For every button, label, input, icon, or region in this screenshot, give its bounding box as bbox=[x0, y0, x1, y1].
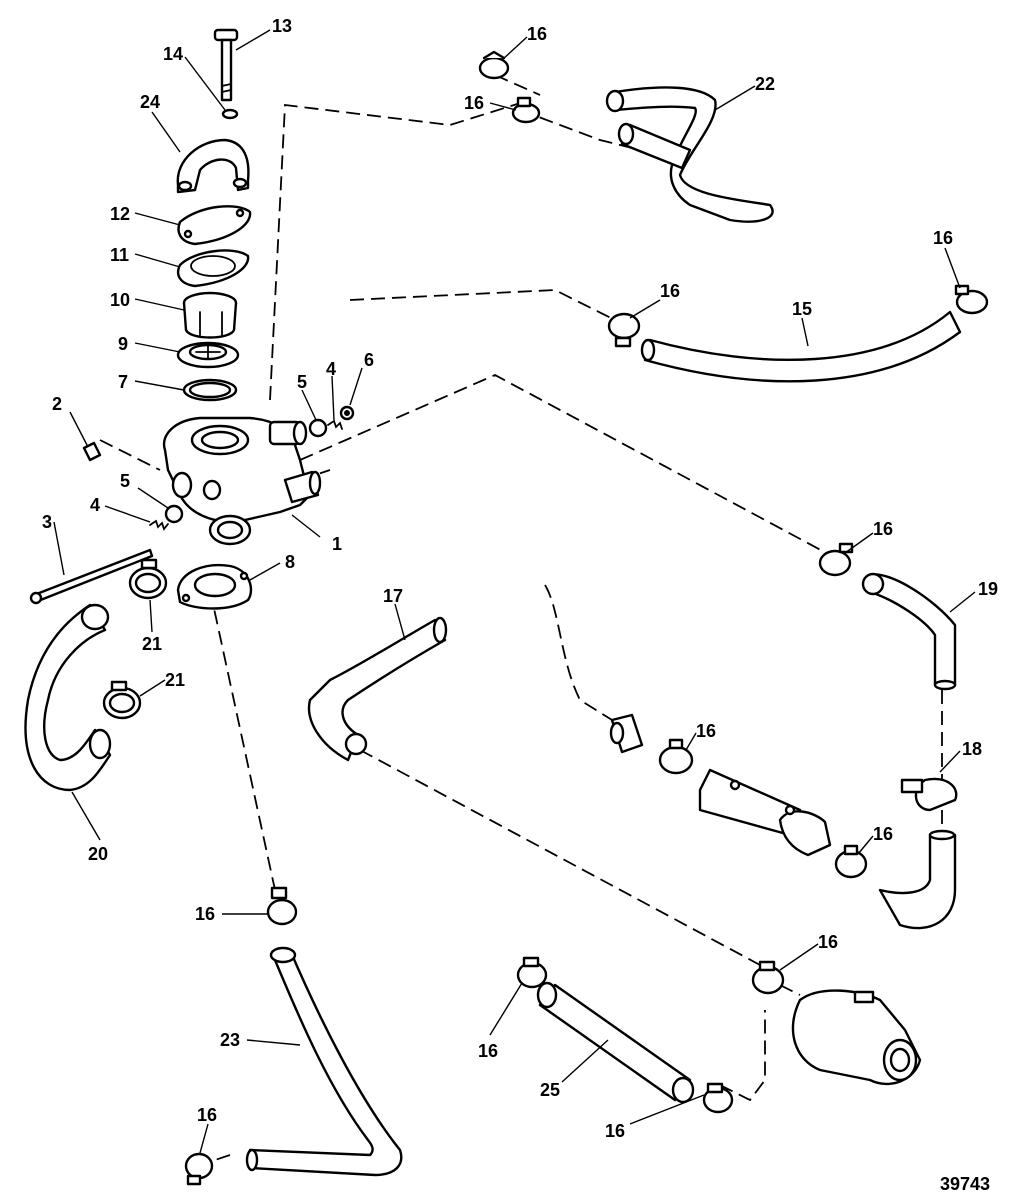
hose-20 bbox=[24, 603, 112, 792]
callout-5-lower: 5 bbox=[120, 471, 130, 491]
spring-4-upper bbox=[327, 419, 343, 430]
callout-7: 7 bbox=[118, 372, 128, 392]
water-pump bbox=[791, 989, 922, 1086]
callout-24: 24 bbox=[140, 92, 160, 112]
hose-routing-lines bbox=[99, 74, 943, 1166]
thermostat-housing-cover bbox=[176, 138, 250, 194]
hose-clamp-21-upper bbox=[128, 558, 168, 600]
callout-9: 9 bbox=[118, 334, 128, 354]
hose-clamp-16-pump bbox=[751, 960, 785, 995]
callout-22: 22 bbox=[755, 74, 775, 94]
hose-clamp-16-top bbox=[478, 50, 510, 80]
hose-19 bbox=[861, 572, 957, 691]
callout-16-cooler-right: 16 bbox=[873, 824, 893, 844]
callout-19: 19 bbox=[978, 579, 998, 599]
hose-lower-right-elbow bbox=[878, 829, 957, 930]
callout-16-top2: 16 bbox=[464, 93, 484, 113]
hose-17 bbox=[307, 616, 448, 762]
hose-25 bbox=[536, 981, 695, 1104]
callout-2: 2 bbox=[52, 394, 62, 414]
callout-15: 15 bbox=[792, 299, 812, 319]
callout-16-top: 16 bbox=[527, 24, 547, 44]
callout-16-bottom: 16 bbox=[197, 1105, 217, 1125]
hose-clamp-16-short-hose-bottom bbox=[702, 1082, 734, 1114]
hose-clamp-16-mid bbox=[607, 312, 641, 348]
bolt bbox=[213, 28, 239, 102]
callout-5-upper: 5 bbox=[297, 372, 307, 392]
gasket-11 bbox=[176, 249, 250, 288]
callout-14: 14 bbox=[163, 44, 183, 64]
thermostat bbox=[176, 341, 240, 369]
clip-18 bbox=[900, 777, 958, 812]
callout-16-short-hose-top: 16 bbox=[478, 1041, 498, 1061]
hose-23 bbox=[245, 946, 403, 1177]
callout-17: 17 bbox=[383, 586, 403, 606]
callout-labels: 1 2 3 4 4 5 5 6 7 8 9 10 11 12 13 14 15 … bbox=[42, 16, 998, 1141]
figure-number: 39743 bbox=[940, 1174, 990, 1194]
hose-clamp-16-bottom bbox=[184, 1152, 214, 1186]
hose-clamp-21-lower bbox=[102, 680, 142, 720]
callout-leaders bbox=[53, 29, 976, 1154]
hose-15 bbox=[640, 310, 962, 383]
callout-4-upper: 4 bbox=[326, 359, 336, 379]
thermostat-housing bbox=[162, 416, 322, 546]
gasket-12 bbox=[177, 205, 252, 246]
callout-16-elbow: 16 bbox=[873, 519, 893, 539]
hose-clamp-16-short-hose-top bbox=[516, 956, 548, 989]
hose-clamp-16-right bbox=[954, 284, 989, 315]
o-ring-seal bbox=[182, 378, 238, 402]
hose-clamp-16-cooler-right bbox=[834, 844, 868, 879]
hose-clamp-16-cooler bbox=[658, 738, 694, 775]
callout-21-upper: 21 bbox=[142, 634, 162, 654]
callout-8: 8 bbox=[285, 552, 295, 572]
hose-clamp-16-elbow bbox=[818, 542, 854, 577]
callout-4-lower: 4 bbox=[90, 495, 100, 515]
washer bbox=[221, 108, 239, 120]
callout-16-pump: 16 bbox=[818, 932, 838, 952]
callout-10: 10 bbox=[110, 290, 130, 310]
hose-clamp-16-top2 bbox=[511, 96, 541, 124]
callout-3: 3 bbox=[42, 512, 52, 532]
callout-25: 25 bbox=[540, 1080, 560, 1100]
callout-13: 13 bbox=[272, 16, 292, 36]
callout-12: 12 bbox=[110, 204, 130, 224]
gasket-8 bbox=[176, 563, 253, 610]
callout-16-cooler: 16 bbox=[696, 721, 716, 741]
callout-16-lower-left: 16 bbox=[195, 904, 215, 924]
drain-rod-3 bbox=[29, 548, 154, 605]
callout-11: 11 bbox=[110, 245, 129, 265]
thermostat-sleeve bbox=[182, 291, 238, 339]
oil-cooler-assembly bbox=[609, 713, 832, 857]
callout-16-mid: 16 bbox=[660, 281, 680, 301]
callout-6: 6 bbox=[364, 350, 374, 370]
plug-2 bbox=[82, 441, 102, 462]
hose-clamp-16-lower-left bbox=[266, 886, 298, 926]
callout-20: 20 bbox=[88, 844, 108, 864]
plug-6 bbox=[339, 405, 355, 421]
ball-5-upper bbox=[308, 418, 328, 438]
callout-16-short-hose-bottom: 16 bbox=[605, 1121, 625, 1141]
callout-16-right: 16 bbox=[933, 228, 953, 248]
hose-22 bbox=[605, 86, 774, 223]
callout-1: 1 bbox=[332, 534, 342, 554]
callout-23: 23 bbox=[220, 1030, 240, 1050]
spring-4-lower bbox=[149, 519, 169, 531]
callout-18: 18 bbox=[962, 739, 982, 759]
ball-5-lower bbox=[164, 504, 184, 524]
callout-21-lower: 21 bbox=[165, 670, 185, 690]
